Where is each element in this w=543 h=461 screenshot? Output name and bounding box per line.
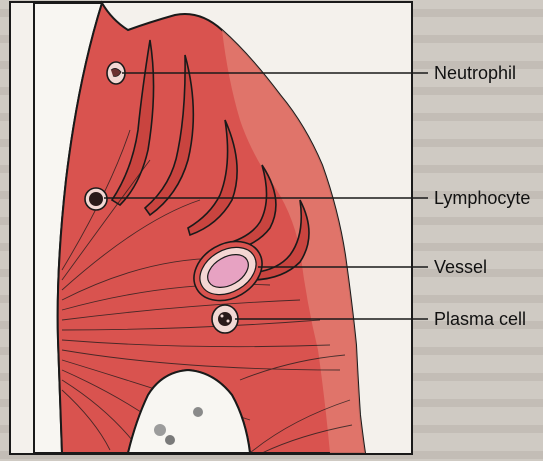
lymphocyte-cell — [85, 188, 107, 210]
lymphocyte-label: Lymphocyte — [434, 189, 530, 207]
plasma-cell-label: Plasma cell — [434, 310, 526, 328]
neutrophil-label: Neutrophil — [434, 64, 516, 82]
vessel-label: Vessel — [434, 258, 487, 276]
plasma-cell — [212, 305, 238, 333]
